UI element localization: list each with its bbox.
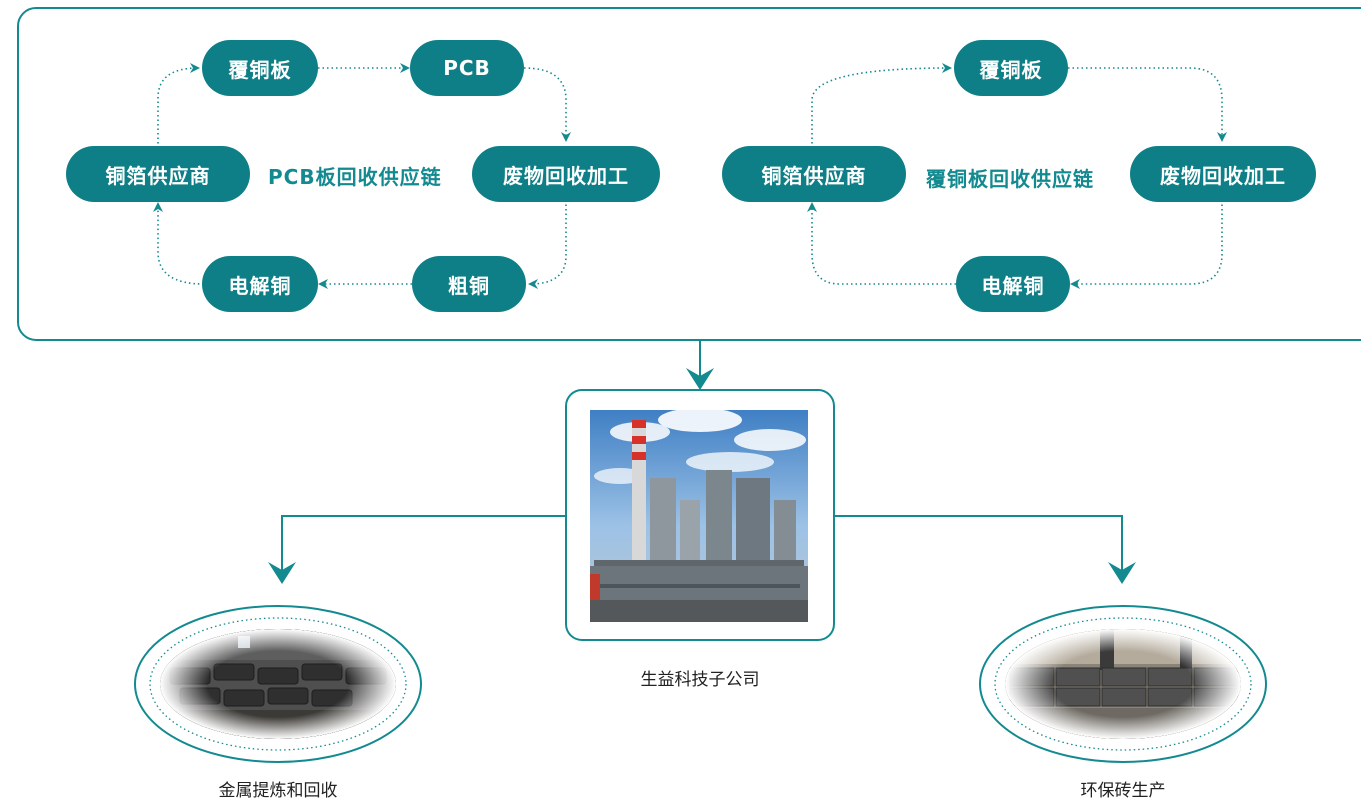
left-node-pcb: PCB xyxy=(410,40,524,96)
right-node-foil-supplier: 铜箔供应商 xyxy=(722,146,906,202)
left-output-caption: 金属提炼和回收 xyxy=(218,781,338,801)
center-caption: 生益科技子公司 xyxy=(640,670,760,690)
supply-chain-panel xyxy=(17,7,1361,341)
metal-ingots-photo xyxy=(160,629,396,739)
right-node-electrolytic-copper: 电解铜 xyxy=(956,256,1070,312)
left-cycle-title: PCB板回收供应链 xyxy=(268,165,442,189)
left-node-copper-clad: 覆铜板 xyxy=(202,40,318,96)
right-node-waste-processing: 废物回收加工 xyxy=(1130,146,1316,202)
right-cycle-title: 覆铜板回收供应链 xyxy=(926,167,1094,191)
left-node-waste-processing: 废物回收加工 xyxy=(472,146,660,202)
industrial-plant-photo xyxy=(590,408,808,622)
right-node-copper-clad: 覆铜板 xyxy=(954,40,1068,96)
right-output-caption: 环保砖生产 xyxy=(1080,781,1166,801)
eco-bricks-photo xyxy=(1005,629,1241,739)
left-node-foil-supplier: 铜箔供应商 xyxy=(66,146,250,202)
left-node-blister-copper: 粗铜 xyxy=(412,256,526,312)
left-node-electrolytic-copper: 电解铜 xyxy=(202,256,318,312)
